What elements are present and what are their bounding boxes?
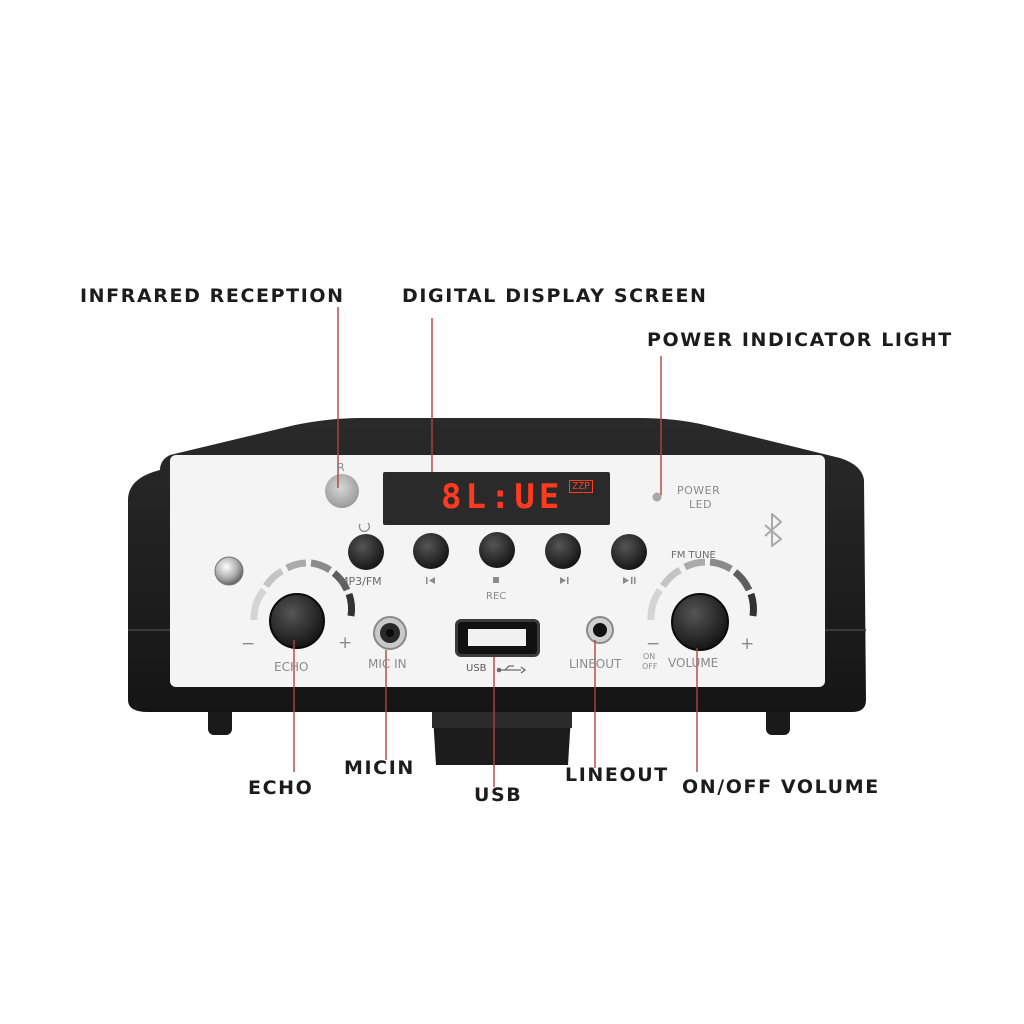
rec-label: REC [486, 591, 507, 602]
display-readout: 8L:UE [441, 477, 564, 517]
chrome-button[interactable] [214, 556, 244, 586]
mp3-fm-button[interactable] [348, 534, 384, 570]
echo-panel-label: ECHO [274, 660, 309, 674]
usb-panel-label: USB [466, 663, 487, 674]
mic-in-panel-label: MIC IN [368, 657, 407, 671]
off-label: OFF [642, 662, 658, 671]
volume-knob[interactable] [671, 593, 729, 651]
callout-micin: MICIN [344, 757, 415, 779]
next-button[interactable] [545, 533, 581, 569]
callout-power-indicator: POWER INDICATOR LIGHT [647, 329, 953, 351]
callout-infrared-reception: INFRARED RECEPTION [80, 285, 345, 307]
display-badge: ZZP [569, 480, 594, 493]
callout-usb: USB [474, 784, 523, 806]
stop-icon [493, 577, 499, 583]
prev-button[interactable] [413, 533, 449, 569]
repeat-icon [358, 522, 371, 533]
play-pause-button[interactable] [611, 534, 647, 570]
usb-symbol-icon [496, 665, 527, 674]
echo-knob[interactable] [269, 593, 325, 649]
volume-panel-label: VOLUME [668, 656, 719, 670]
power-led-label-1: POWER [677, 484, 721, 497]
lineout-panel-label: LINEOUT [569, 657, 622, 671]
callout-lineout: LINEOUT [565, 764, 669, 786]
ir-label: R [337, 461, 345, 474]
callout-echo: ECHO [248, 777, 314, 799]
digital-display: 8L:UE ZZP [383, 472, 610, 525]
play-pause-icon [623, 577, 636, 584]
usb-port[interactable] [455, 619, 540, 657]
faceplate [170, 455, 825, 687]
volume-scale [647, 558, 757, 621]
echo-scale [250, 559, 356, 621]
echo-plus-label: + [338, 633, 353, 653]
on-label: ON [643, 652, 656, 661]
skip-next-icon [560, 577, 569, 584]
bluetooth-icon [764, 513, 782, 547]
callout-digital-display: DIGITAL DISPLAY SCREEN [402, 285, 708, 307]
mp3-fm-label: MP3/FM [339, 575, 382, 588]
skip-previous-icon [426, 577, 435, 584]
volume-minus-label: − [646, 634, 661, 654]
power-led [652, 492, 662, 502]
ir-sensor [325, 474, 359, 508]
leader-lines [293, 307, 698, 787]
callout-on-off-volume: ON/OFF VOLUME [682, 776, 880, 798]
echo-minus-label: − [241, 634, 256, 654]
volume-plus-label: + [740, 634, 755, 654]
fm-tune-label: FM TUNE [671, 550, 716, 561]
usb-port-tongue [468, 629, 526, 646]
stop-rec-button[interactable] [479, 532, 515, 568]
power-led-label-2: LED [689, 498, 713, 511]
